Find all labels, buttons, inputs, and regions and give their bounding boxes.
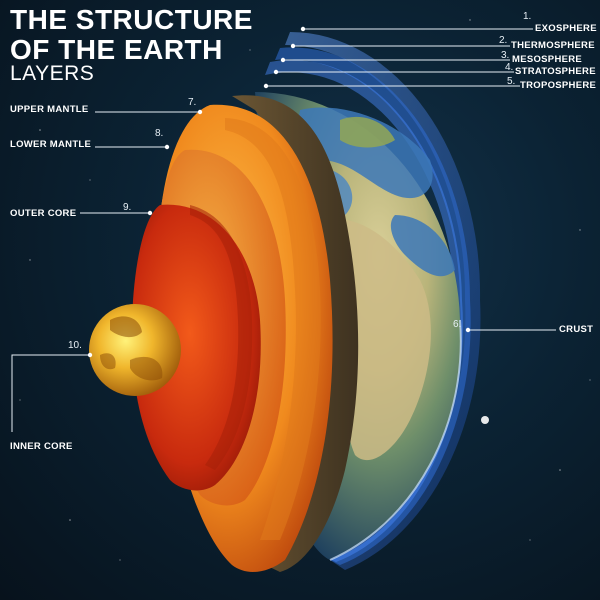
inner-core-number: 10. (68, 340, 82, 351)
exosphere-label: EXOSPHERE (535, 23, 597, 34)
lower-mantle-number: 8. (155, 128, 164, 139)
mesosphere-number: 3. (501, 50, 510, 61)
upper-mantle-number: 7. (188, 97, 197, 108)
page-title: THE STRUCTURE OF THE EARTH (10, 6, 253, 64)
upper-mantle-label: UPPER MANTLE (10, 104, 89, 115)
crust-band (232, 95, 359, 572)
lower-mantle-label: LOWER MANTLE (10, 139, 92, 150)
inner-core-label: INNER CORE (10, 441, 73, 452)
troposphere-label: TROPOSPHERE (520, 80, 597, 91)
leader-lines (11, 28, 556, 432)
crust-number: 6. (453, 319, 462, 330)
stratosphere-number: 4. (505, 62, 514, 73)
outer-core-layer (131, 204, 261, 491)
title-line-2: OF THE EARTH (10, 34, 223, 65)
inner-core-layer (89, 304, 181, 396)
subtitle: LAYERS (10, 62, 95, 85)
outer-core-number: 9. (123, 202, 132, 213)
exosphere-number: 1. (523, 11, 532, 22)
thermosphere-number: 2. (499, 35, 508, 46)
mesosphere-label: MESOSPHERE (512, 54, 583, 65)
outer-core-label: OUTER CORE (10, 208, 77, 219)
starfield (19, 19, 591, 561)
stratosphere-label: STRATOSPHERE (515, 66, 596, 77)
troposphere-number: 5. (507, 76, 516, 87)
crust-label: CRUST (559, 324, 594, 335)
thermosphere-label: THERMOSPHERE (511, 40, 595, 51)
title-line-1: THE STRUCTURE (10, 4, 253, 35)
leader-dots (87, 26, 471, 358)
